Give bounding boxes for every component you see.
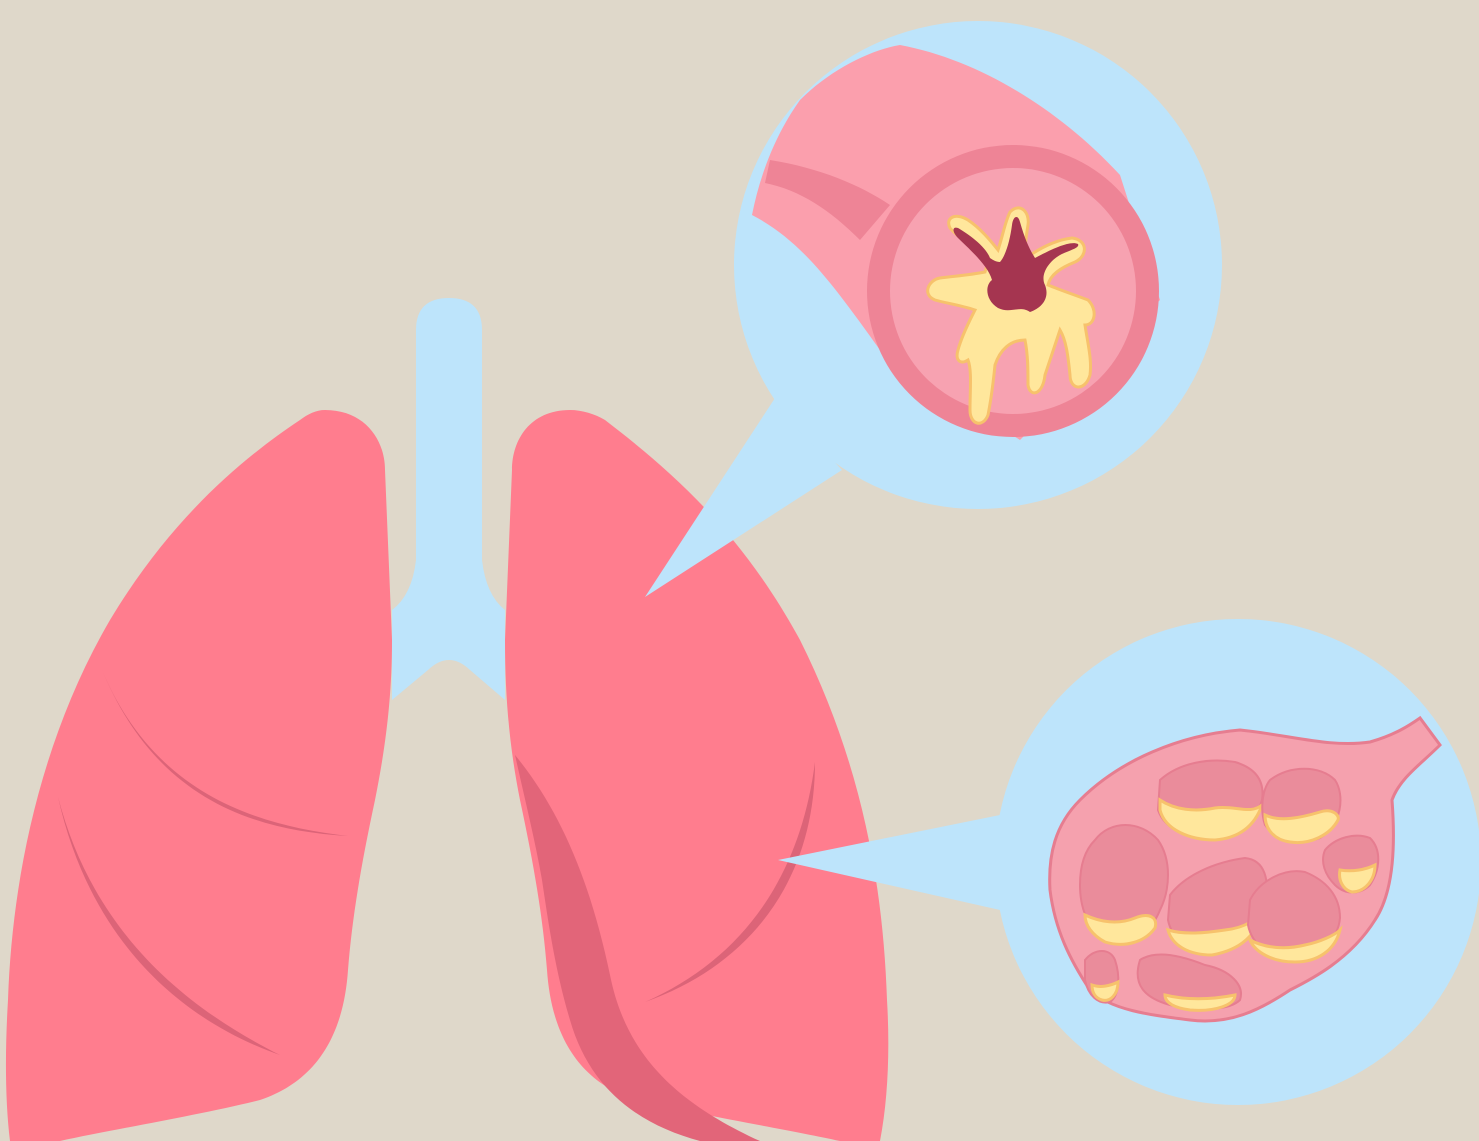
bronchus-callout <box>645 21 1222 597</box>
trachea-icon <box>392 298 505 700</box>
left-lung-icon <box>6 410 392 1141</box>
